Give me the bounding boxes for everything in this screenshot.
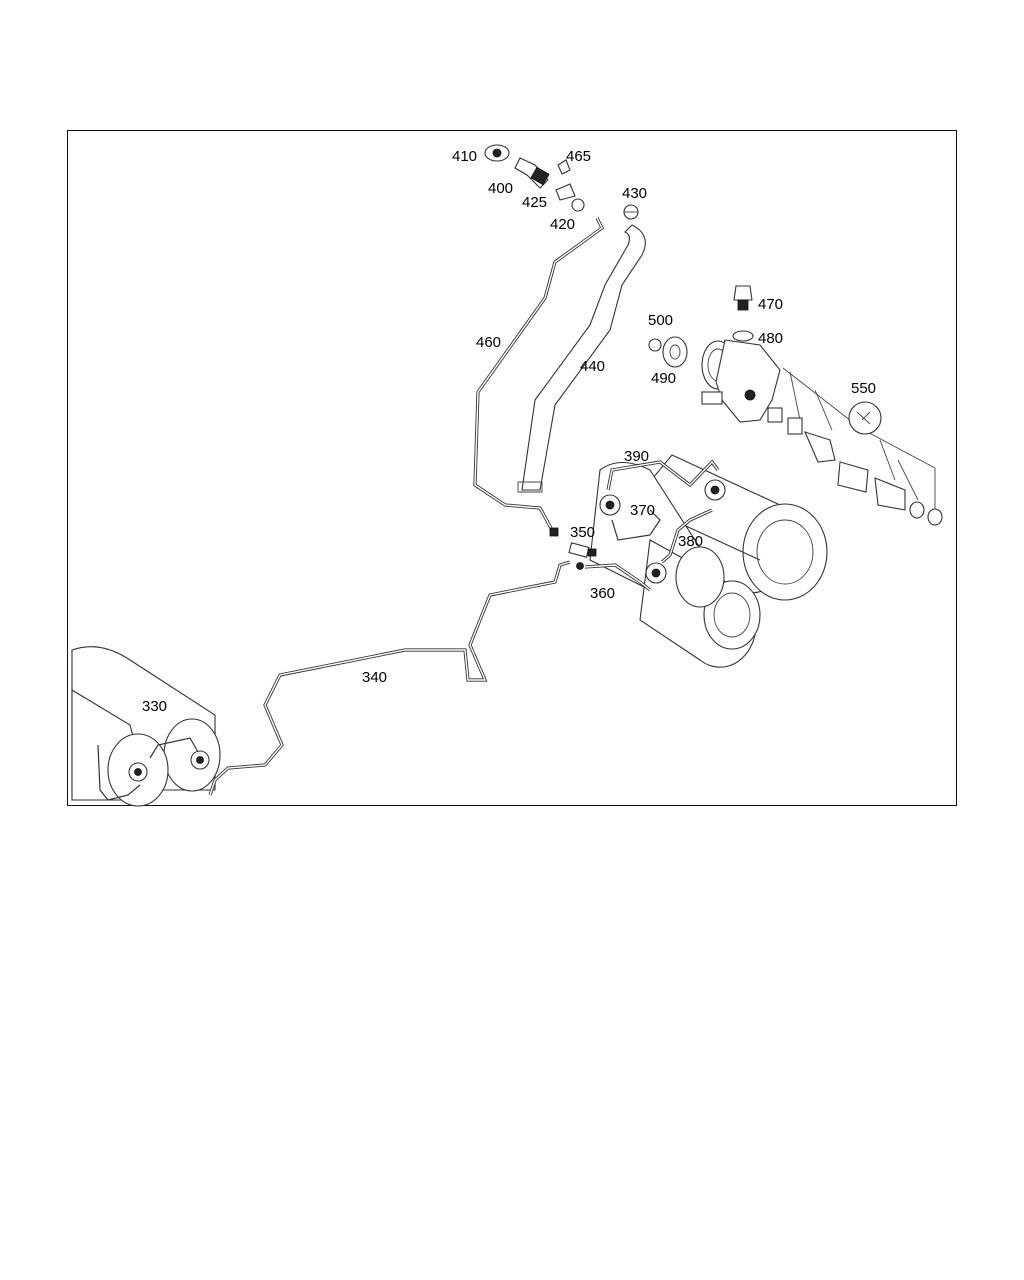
label-340: 340 xyxy=(362,669,387,686)
label-330: 330 xyxy=(142,698,167,715)
label-400: 400 xyxy=(488,180,513,197)
hose-440 xyxy=(521,224,646,491)
air-tank-group-right xyxy=(589,454,828,668)
label-500: 500 xyxy=(648,312,673,329)
label-460: 460 xyxy=(476,334,501,351)
parts-top-cluster xyxy=(484,144,639,220)
label-420: 420 xyxy=(550,216,575,233)
pipe-330 xyxy=(97,737,199,801)
label-490: 490 xyxy=(651,370,676,387)
label-380: 380 xyxy=(678,533,703,550)
label-390: 390 xyxy=(624,448,649,465)
label-430: 430 xyxy=(622,185,647,202)
label-440: 440 xyxy=(580,358,605,375)
label-470: 470 xyxy=(758,296,783,313)
kit-550 xyxy=(767,367,943,526)
label-465: 465 xyxy=(566,148,591,165)
label-370: 370 xyxy=(630,502,655,519)
diagram-frame xyxy=(67,130,957,806)
label-350: 350 xyxy=(570,524,595,541)
pipe-460-fitting xyxy=(549,527,559,537)
pipe-370 xyxy=(611,509,661,541)
label-550: 550 xyxy=(851,380,876,397)
label-480: 480 xyxy=(758,330,783,347)
pipe-340 xyxy=(208,560,571,796)
compressor-assembly xyxy=(648,285,781,423)
air-tank-group-left xyxy=(71,646,221,807)
label-410: 410 xyxy=(452,148,477,165)
label-360: 360 xyxy=(590,585,615,602)
fitting-350 xyxy=(568,542,597,570)
label-425: 425 xyxy=(522,194,547,211)
